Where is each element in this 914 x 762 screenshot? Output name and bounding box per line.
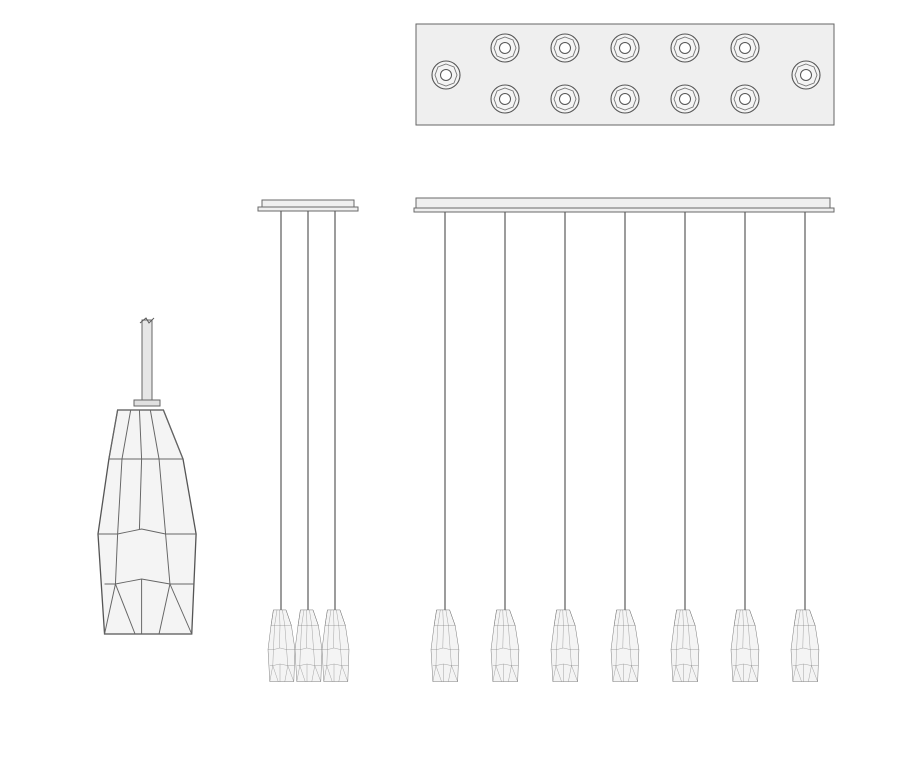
linear-shade-3 (550, 609, 580, 682)
canopy-port-11 (730, 33, 760, 63)
linear-canopy (415, 197, 831, 209)
canopy-port-4 (490, 84, 520, 114)
canopy-port-7 (610, 33, 640, 63)
cluster-elevation-view (257, 199, 359, 682)
pendant-stem (141, 319, 153, 403)
linear-shade-5 (670, 609, 700, 682)
linear-shade-1 (430, 609, 460, 682)
single-pendant-view (97, 317, 197, 635)
linear-shade-7 (790, 609, 820, 682)
canopy-port-3 (490, 33, 520, 63)
cluster-canopy (261, 199, 355, 208)
linear-shade-4 (610, 609, 640, 682)
pendant-collar (133, 399, 161, 407)
linear-shade-2 (490, 609, 520, 682)
cluster-canopy-base (257, 206, 359, 212)
cluster-shade-2 (294, 609, 323, 682)
linear-elevation-view (413, 197, 835, 682)
canopy-port-10 (670, 84, 700, 114)
canopy-port-5 (550, 33, 580, 63)
canopy-plan-view (415, 23, 835, 126)
stem-break-mark (139, 317, 155, 324)
canopy-port-1 (431, 60, 461, 90)
linear-shade-6 (730, 609, 760, 682)
linear-canopy-base (413, 207, 835, 213)
canopy-port-6 (550, 84, 580, 114)
canopy-port-2 (791, 60, 821, 90)
large-glass-shade (97, 409, 197, 635)
cluster-shade-1 (267, 609, 296, 682)
canopy-port-12 (730, 84, 760, 114)
canopy-port-8 (610, 84, 640, 114)
cluster-shade-3 (321, 609, 350, 682)
canopy-port-9 (670, 33, 700, 63)
